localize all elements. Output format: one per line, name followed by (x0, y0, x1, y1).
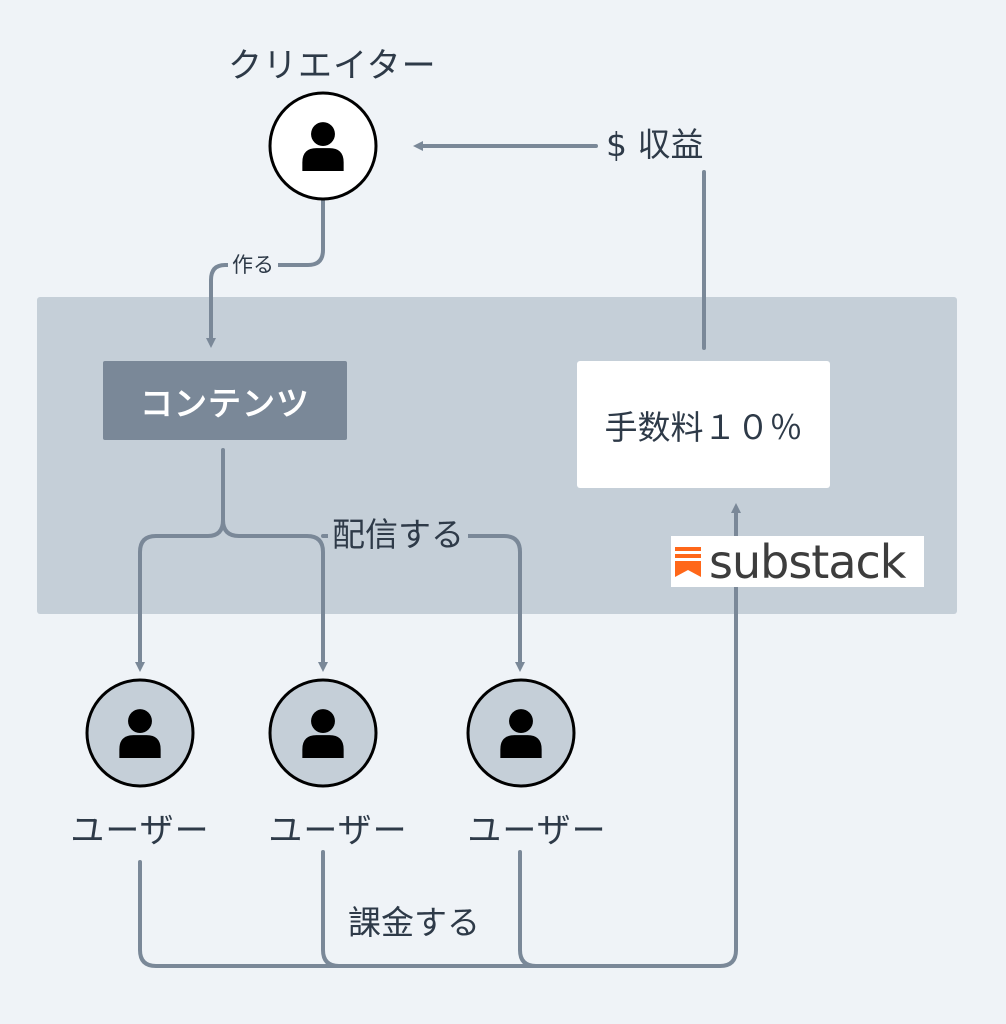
edge-content-user-2 (221, 518, 328, 672)
edge-user-2-payment (321, 850, 341, 968)
creator-label: クリエイター (228, 46, 437, 86)
content-node: コンテンツ (103, 361, 347, 440)
edge-label-revenue: $ 収益 (606, 125, 704, 164)
fee-node: 手数料１０％ (577, 361, 830, 488)
edge-user-payment (138, 503, 741, 968)
user-avatar-1 (85, 678, 195, 788)
edge-content-trunk (135, 448, 225, 672)
edge-label-makes: 作る (228, 255, 278, 276)
substack-logo-icon (675, 546, 701, 577)
user-label-1: ユーザー (70, 811, 210, 851)
edge-label-distributes: 配信する (328, 518, 468, 551)
substack-wordmark: substack (709, 534, 906, 589)
edge-user-3-payment (518, 850, 538, 968)
user-avatar-2 (268, 678, 378, 788)
user-label-2: ユーザー (268, 811, 408, 851)
user-avatar-3 (466, 678, 576, 788)
edge-content-user-3 (321, 534, 525, 672)
user-label-3: ユーザー (467, 811, 607, 851)
creator-avatar (268, 91, 378, 201)
edge-label-pays: 課金する (348, 903, 480, 942)
substack-logo: substack (671, 536, 924, 587)
